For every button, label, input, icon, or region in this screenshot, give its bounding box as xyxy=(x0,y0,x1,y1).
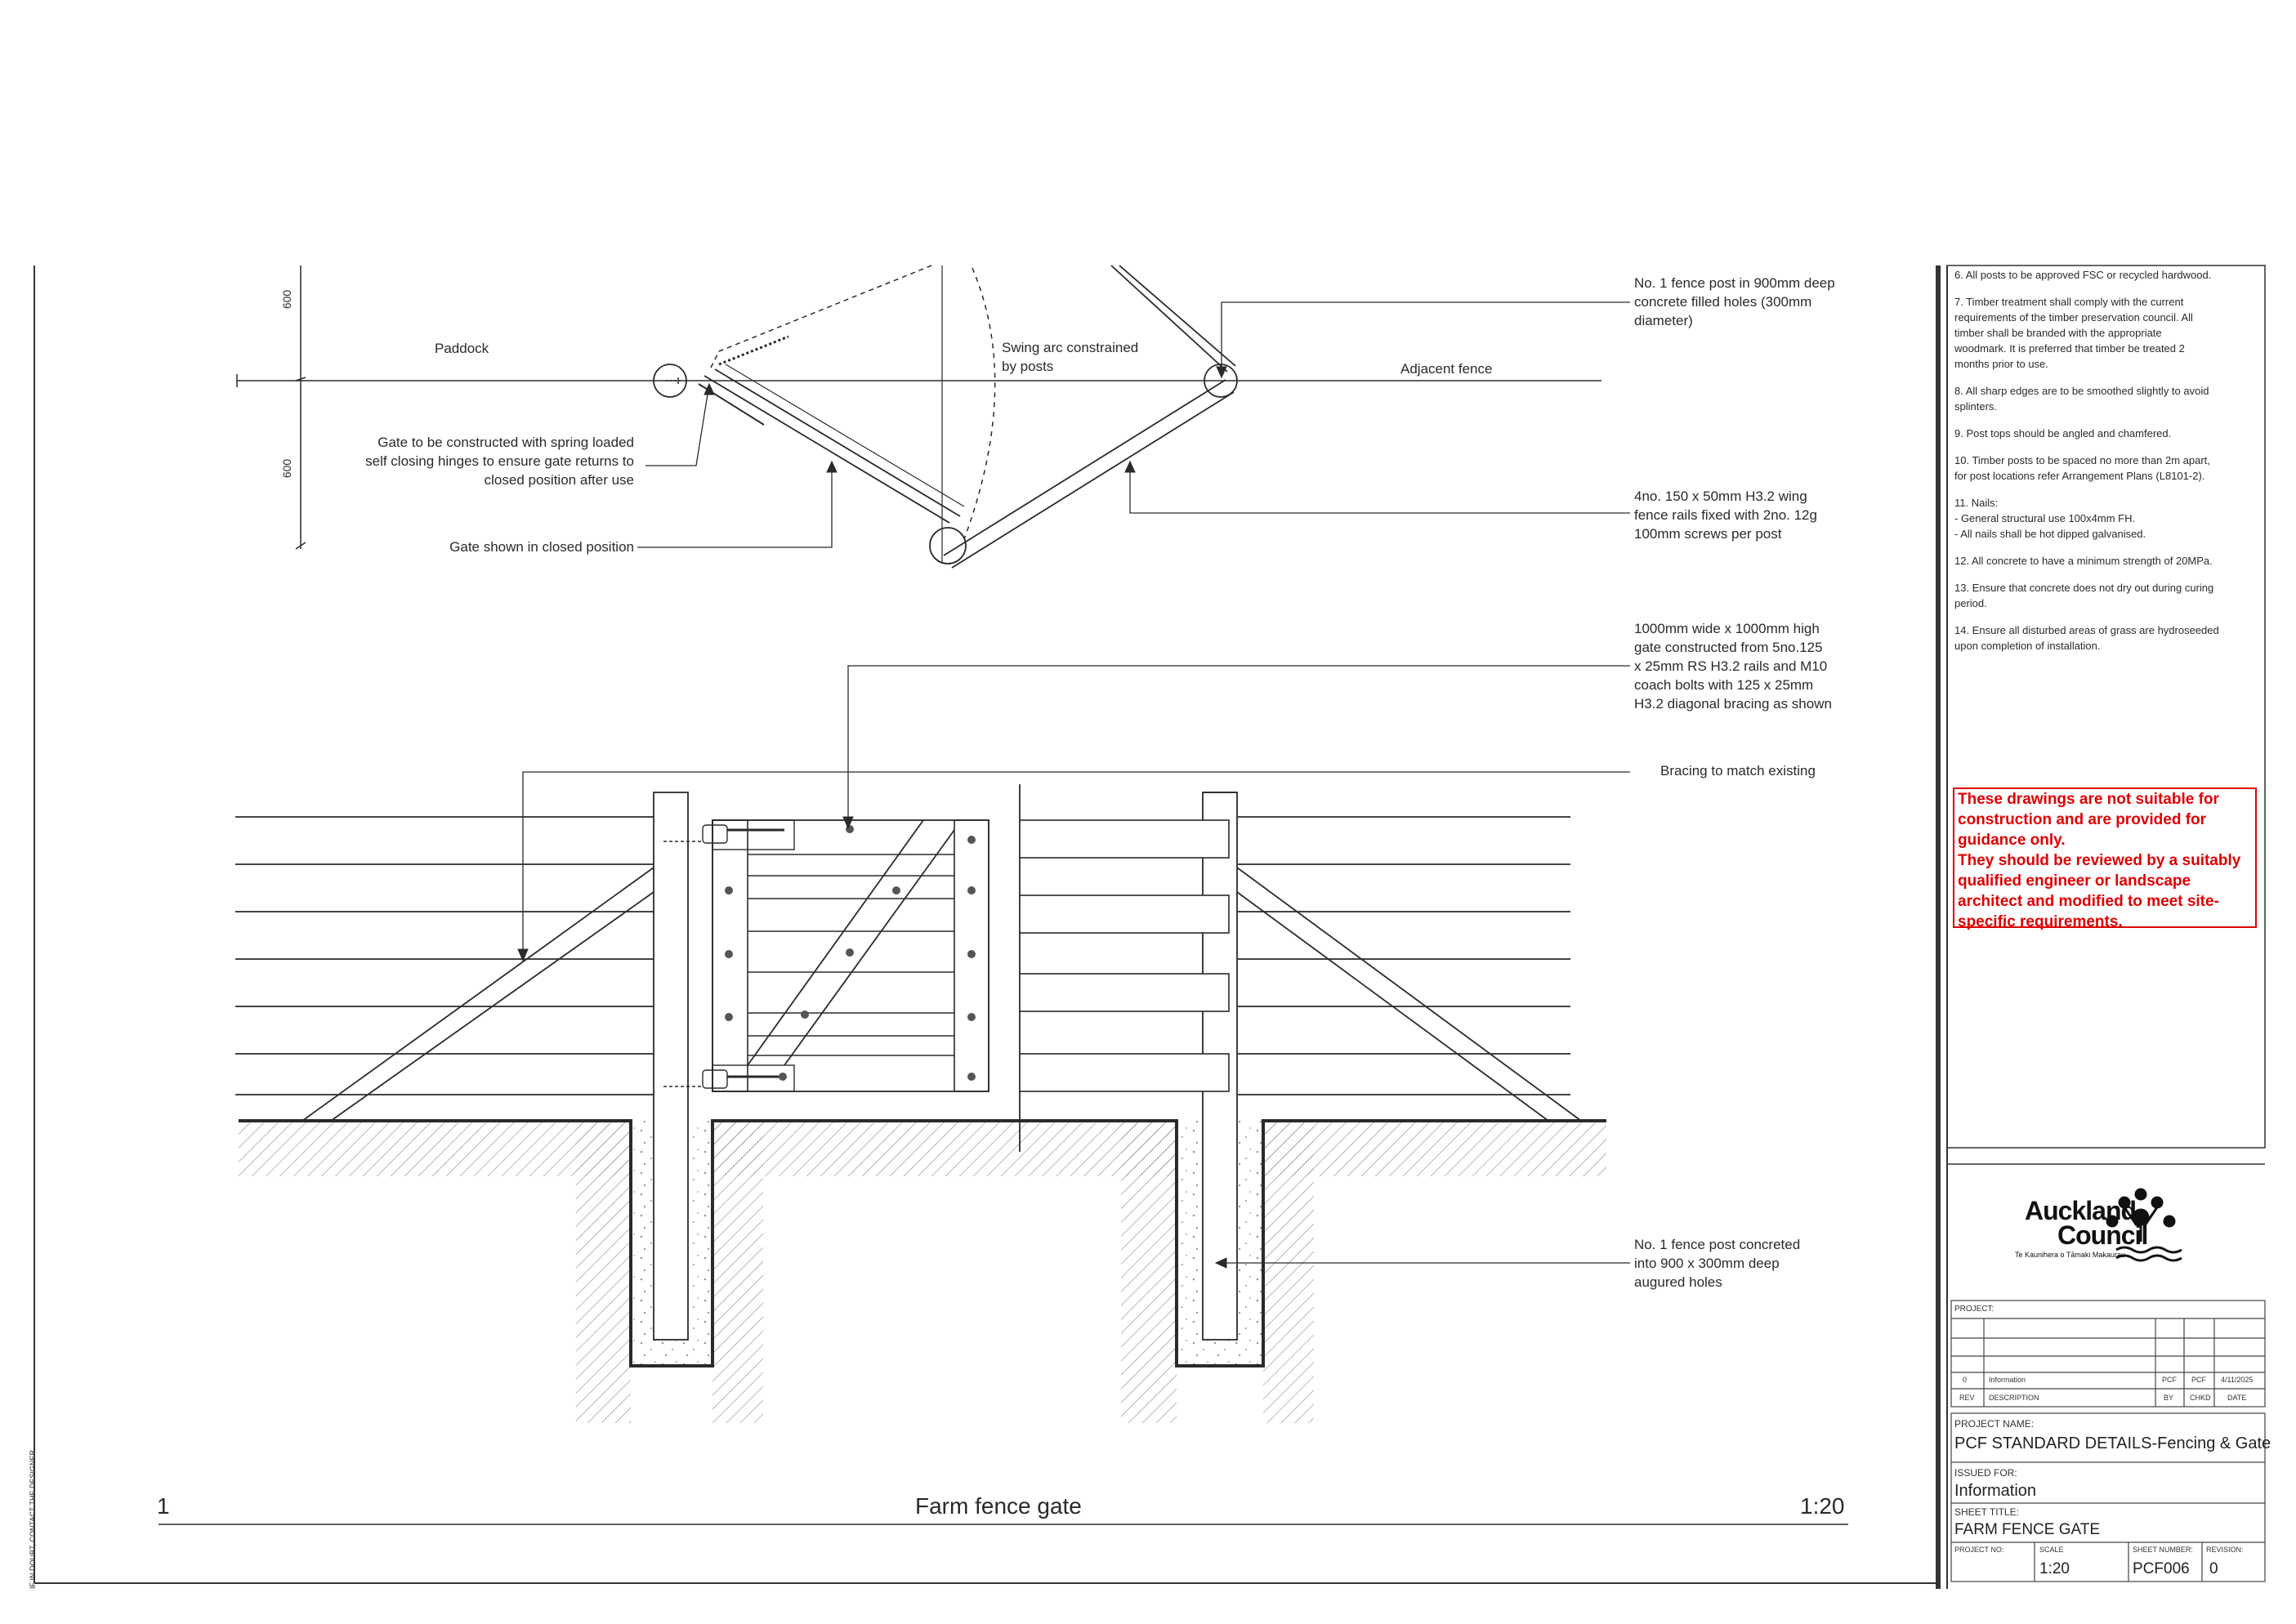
concrete-post-note: No. 1 fence post concreted into 900 x 30… xyxy=(1634,1237,1801,1290)
notes-list: 6. All posts to be approved FSC or recyc… xyxy=(1954,267,2261,665)
note-7: 7. Timber treatment shall comply with th… xyxy=(1954,296,2193,370)
disclaimer-box: These drawings are not suitable for cons… xyxy=(1953,787,2257,930)
closed-position-label: Gate shown in closed position xyxy=(449,539,634,555)
note-9: 9. Post tops should be angled and chamfe… xyxy=(1954,427,2172,439)
header-by: BY xyxy=(2164,1394,2174,1402)
project-label: PROJECT: xyxy=(1954,1305,1994,1314)
rev-description-value: Information xyxy=(1989,1376,2026,1384)
logo-tagline: Te Kaunihera o Tāmaki Makaurau xyxy=(2015,1251,2125,1259)
drawing-title: Farm fence gate xyxy=(915,1493,1082,1519)
hinges-note: Gate to be constructed with spring loade… xyxy=(365,435,634,488)
drawing-scale: 1:20 xyxy=(1800,1493,1845,1519)
gate-construction-note: 1000mm wide x 1000mm high gate construct… xyxy=(1634,621,1832,712)
note-8: 8. All sharp edges are to be smoothed sl… xyxy=(1954,385,2209,413)
logo-auckland: Auckland xyxy=(2025,1196,2137,1225)
adjacent-fence-label: Adjacent fence xyxy=(1400,361,1493,377)
title-block-grid xyxy=(1950,1300,2266,1582)
sheet-frame xyxy=(34,265,2266,1589)
scale-value: 1:20 xyxy=(2039,1560,2070,1577)
rev-value: 0 xyxy=(1963,1376,1968,1384)
header-chkd: CHKD xyxy=(2190,1394,2211,1402)
swing-arc-label: Swing arc constrained by posts xyxy=(1002,340,1139,374)
note-12: 12. All concrete to have a minimum stren… xyxy=(1954,555,2213,567)
scale-label: SCALE xyxy=(2039,1546,2064,1554)
logo-council: Council xyxy=(2057,1220,2148,1250)
issued-for: Information xyxy=(1954,1482,2037,1500)
note-14: 14. Ensure all disturbed areas of grass … xyxy=(1954,624,2219,652)
note-11: 11. Nails: - General structural use 100x… xyxy=(1954,497,2146,540)
plan-view xyxy=(236,265,1630,569)
dimension-600-bottom: 600 xyxy=(280,458,294,479)
council-logo-mark xyxy=(2106,1188,2182,1262)
revision-value: 0 xyxy=(2209,1560,2218,1577)
rev-date-value: 4/11/2025 xyxy=(2221,1376,2254,1384)
header-description: DESCRIPTION xyxy=(1989,1394,2039,1402)
bracing-note: Bracing to match existing xyxy=(1660,763,1816,779)
elevation-view xyxy=(159,665,1848,1525)
paddock-label: Paddock xyxy=(435,341,489,356)
header-date: DATE xyxy=(2227,1394,2247,1402)
project-no-label: PROJECT NO: xyxy=(1954,1546,2004,1554)
drawing-number: 1 xyxy=(157,1493,170,1519)
issued-for-label: ISSUED FOR: xyxy=(1954,1467,2017,1479)
note-6: 6. All posts to be approved FSC or recyc… xyxy=(1954,269,2212,281)
rev-by-value: PCF xyxy=(2162,1376,2177,1384)
side-warning-text: IF IN DOUBT, CONTACT THE DESIGNER xyxy=(29,1449,37,1589)
revision-label: REVISION: xyxy=(2206,1546,2244,1554)
sheet-title-label: SHEET TITLE: xyxy=(1954,1506,2019,1518)
post-note: No. 1 fence post in 900mm deep concrete … xyxy=(1634,275,1835,328)
sheet-number: PCF006 xyxy=(2133,1560,2190,1577)
dimension-600-top: 600 xyxy=(280,289,294,310)
sheet-number-label: SHEET NUMBER: xyxy=(2133,1546,2193,1554)
wing-rails-note: 4no. 150 x 50mm H3.2 wing fence rails fi… xyxy=(1634,489,1817,542)
rev-chkd-value: PCF xyxy=(2191,1376,2206,1384)
sheet-title: FARM FENCE GATE xyxy=(1954,1521,2101,1538)
note-13: 13. Ensure that concrete does not dry ou… xyxy=(1954,582,2214,609)
project-name-label: PROJECT NAME: xyxy=(1954,1418,2035,1430)
header-rev: REV xyxy=(1959,1394,1975,1402)
project-name: PCF STANDARD DETAILS-Fencing & Gate xyxy=(1954,1434,2271,1452)
note-10: 10. Timber posts to be spaced no more th… xyxy=(1954,454,2210,482)
